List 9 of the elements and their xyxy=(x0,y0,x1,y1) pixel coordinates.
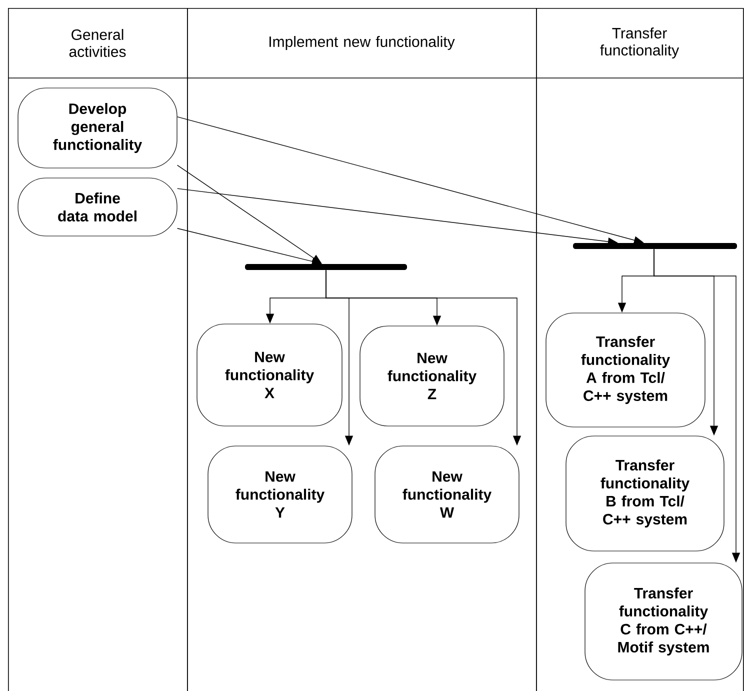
activity-box: New functionality Z xyxy=(360,326,504,426)
activity-box: New functionality W xyxy=(374,446,520,544)
activity-box: Develop general functionality xyxy=(18,88,178,168)
activity-box: Transfer functionality B from Tcl/ C++ system xyxy=(566,436,724,552)
activity-box: New functionality Y xyxy=(208,446,352,544)
activity-box: New functionality X xyxy=(196,324,342,426)
activity-box: Define data model xyxy=(18,178,178,236)
activity-box: Transfer functionality A from Tcl/ C++ system xyxy=(546,312,706,428)
activity-box: Transfer functionality C from C++/ Motif system xyxy=(584,562,742,680)
